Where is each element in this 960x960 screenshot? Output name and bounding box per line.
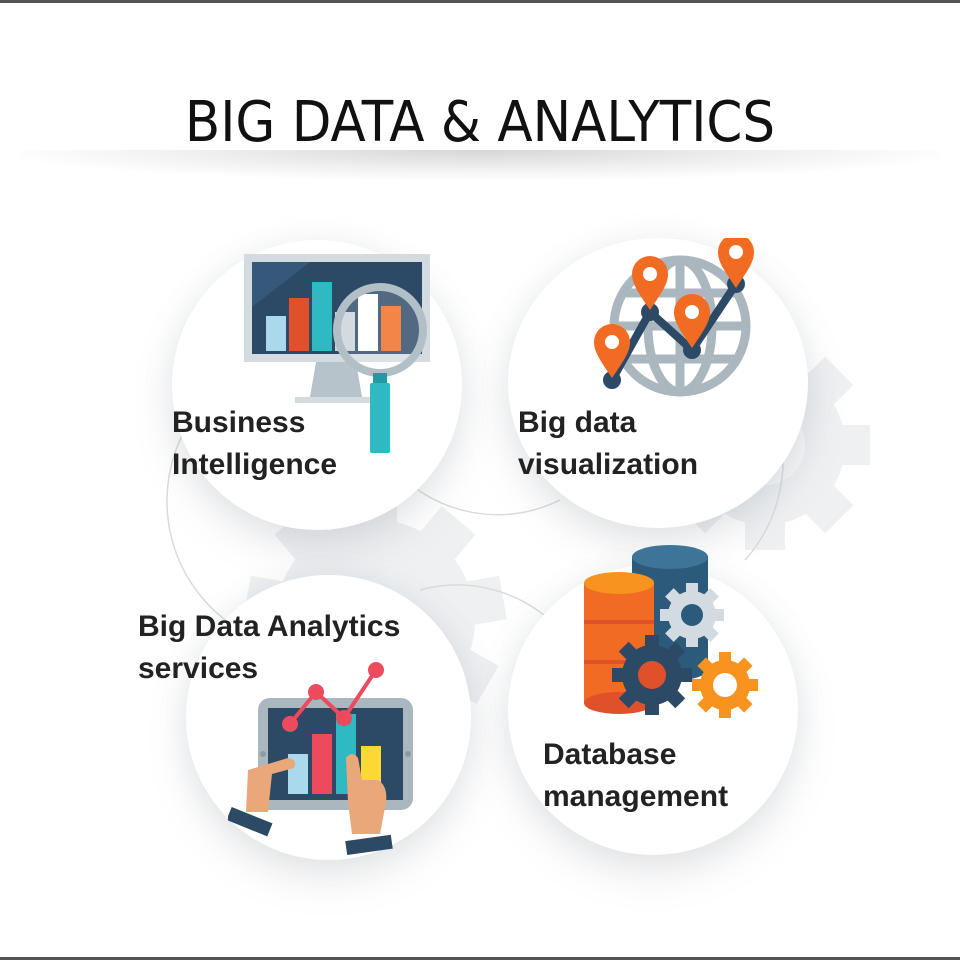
page-title: BIG DATA & ANALYTICS [184, 89, 776, 155]
label-big-data-analytics-services: Big Data Analytics services [138, 606, 400, 690]
gear-icon [612, 635, 692, 715]
label-line: visualization [518, 448, 699, 481]
label-line: Database [543, 738, 677, 771]
globe-pins-chart-icon [594, 238, 754, 397]
monitor-magnifier-icon [244, 254, 430, 453]
label-database-management: Database management [543, 734, 728, 818]
tablet-chart-hands-icon [228, 662, 413, 855]
database-gears-icon [584, 545, 758, 718]
top-border [0, 0, 960, 3]
label-line: Business [172, 406, 306, 439]
bottom-border [0, 957, 960, 960]
label-big-data-visualization: Big data visualization [518, 402, 698, 486]
label-line: Intelligence [172, 448, 338, 481]
gear-icon [692, 652, 758, 718]
label-business-intelligence: Business Intelligence [172, 402, 337, 486]
label-line: services [138, 652, 259, 685]
title-shadow [20, 150, 940, 180]
label-line: Big Data Analytics [138, 610, 401, 643]
label-line: management [543, 780, 729, 813]
gear-icon [660, 583, 724, 647]
label-line: Big data [518, 406, 637, 439]
